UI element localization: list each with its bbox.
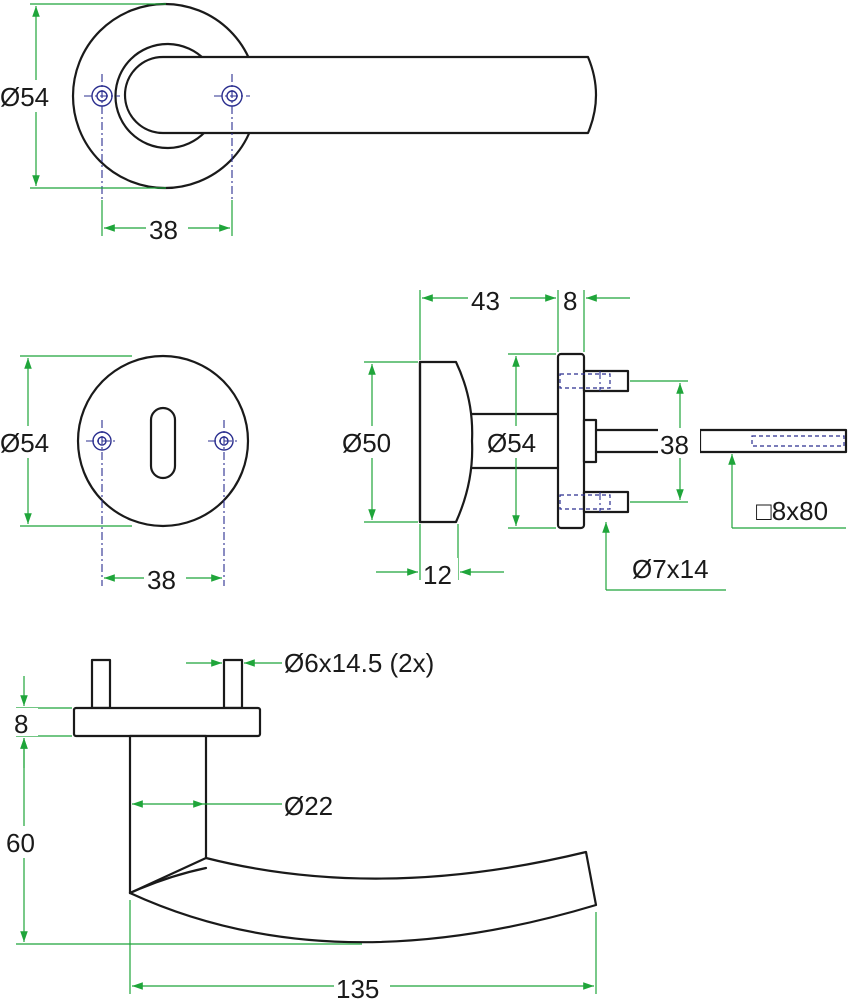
spindle-end xyxy=(698,428,848,454)
escutcheon-screw-right xyxy=(208,420,240,586)
top-rose-recess xyxy=(114,42,207,150)
side-screw-bottom xyxy=(559,490,630,514)
lever-pin-right xyxy=(222,658,244,710)
keyhole-slot xyxy=(149,406,177,480)
drop-height-label: 60 xyxy=(6,828,35,858)
spindle-label: □8x80 xyxy=(756,496,828,526)
top-lever-arm xyxy=(123,55,598,135)
screw-size-label: Ø7x14 xyxy=(632,554,709,584)
lever-base-plate xyxy=(72,706,262,738)
lever-view: Ø6x14.5 (2x) 8 Ø22 60 135 xyxy=(4,648,598,1000)
spindle-spacing-label: 38 xyxy=(660,430,689,460)
lever-length-label: 135 xyxy=(336,974,379,1000)
side-view: 43 8 Ø50 Ø54 12 38 Ø7x14 □ xyxy=(342,284,848,591)
knob-depth-label: 12 xyxy=(423,560,452,590)
side-length-label: 43 xyxy=(471,286,500,316)
knob-head xyxy=(418,360,474,524)
escutcheon-screw-spacing-label: 38 xyxy=(147,565,176,595)
lever-pin-left xyxy=(90,658,112,710)
top-rose-diameter-label: Ø54 xyxy=(0,82,49,112)
stem-diameter-label: Ø22 xyxy=(284,791,333,821)
side-rose-diameter-label: Ø54 xyxy=(487,428,536,458)
escutcheon-rose-diameter-label: Ø54 xyxy=(0,428,49,458)
top-screw-left xyxy=(84,74,120,200)
spindle-collar xyxy=(582,418,598,464)
side-screw-top xyxy=(559,369,630,393)
escutcheon-view: Ø54 38 xyxy=(0,354,250,595)
knob-diameter-label: Ø50 xyxy=(342,428,391,458)
top-screw-right xyxy=(214,74,250,200)
side-rose-plate xyxy=(556,352,586,530)
top-screw-spacing-label: 38 xyxy=(149,215,178,245)
pin-size-label: Ø6x14.5 (2x) xyxy=(284,648,434,678)
escutcheon-screw-left xyxy=(86,420,118,586)
base-height-label: 8 xyxy=(14,709,28,739)
lever-handle xyxy=(128,734,598,944)
escutcheon-rose xyxy=(76,354,250,528)
side-thickness-label: 8 xyxy=(563,286,577,316)
top-view: Ø54 38 xyxy=(0,2,598,245)
